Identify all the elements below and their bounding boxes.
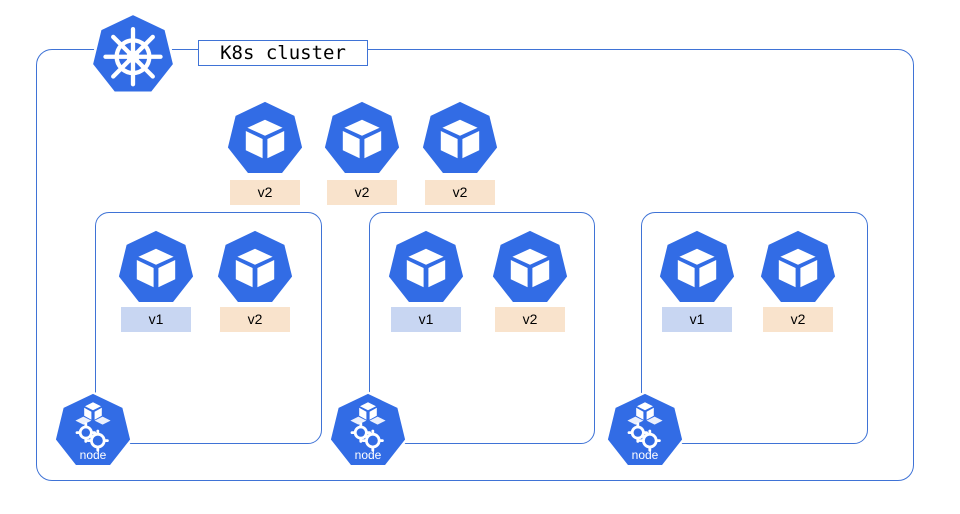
node-label: node	[354, 448, 382, 462]
pod-cube-icon	[322, 99, 402, 179]
pod-cube-icon	[116, 228, 196, 308]
node-frame-3	[641, 212, 868, 444]
node-label: node	[631, 448, 659, 462]
pod-cube-icon	[420, 99, 500, 179]
pod-cube-icon	[386, 228, 466, 308]
node-label: node	[79, 448, 107, 462]
node-badge-1: node	[53, 391, 133, 471]
pod-version-tag: v1	[121, 307, 191, 332]
pod-version-tag: v2	[425, 180, 495, 205]
pod-version-tag: v2	[327, 180, 397, 205]
pod-cube-icon	[657, 228, 737, 308]
pod-version-tag: v2	[763, 307, 833, 332]
pod-version-tag: v2	[495, 307, 565, 332]
pod-cube-icon	[215, 228, 295, 308]
pod-version-tag: v1	[662, 307, 732, 332]
pod-version-tag: v1	[391, 307, 461, 332]
cluster-frame	[36, 49, 914, 481]
node-frame-2	[369, 212, 595, 444]
pod-version-tag: v2	[220, 307, 290, 332]
cluster-label: K8s cluster	[198, 40, 368, 66]
helm-wheel-icon	[90, 12, 176, 98]
pod-cube-icon	[225, 99, 305, 179]
pod-cube-icon	[490, 228, 570, 308]
node-frame-1	[95, 212, 322, 444]
node-badge-2: node	[328, 391, 408, 471]
pod-version-tag: v2	[230, 180, 300, 205]
node-badge-3: node	[605, 391, 685, 471]
pod-cube-icon	[758, 228, 838, 308]
